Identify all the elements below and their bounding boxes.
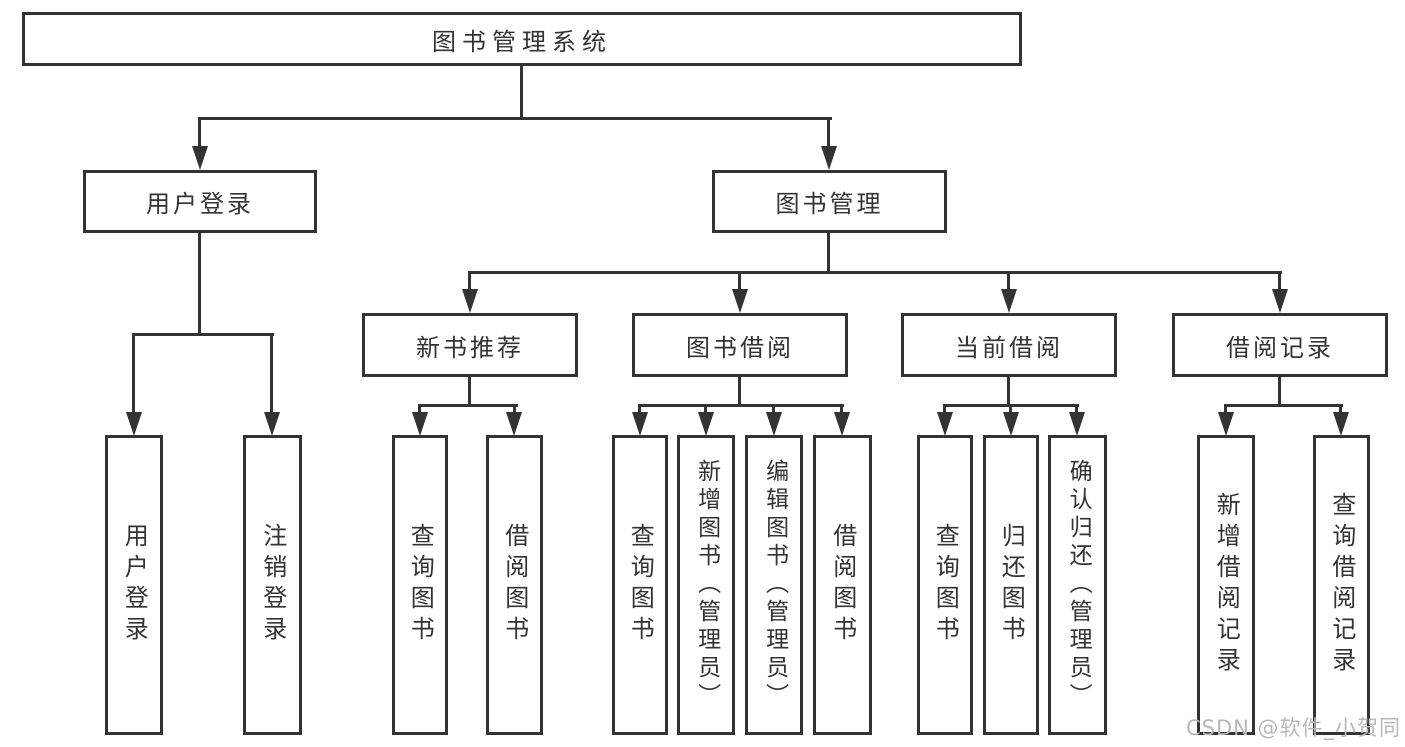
leaf-recommend-borrow-book: 借阅图书 [486,435,543,735]
leaf-user-login: 用户登录 [105,435,163,735]
connector-record-stem [1278,271,1281,291]
leaf-borrow-add-book: 新增图书（管理员） [677,435,735,735]
node-new-book-recommend: 新书推荐 [362,313,578,377]
connector-record-leaf1-stem [1224,404,1227,414]
connector-user-login-stem [198,117,201,147]
connector-recommend-stem [468,271,471,291]
connector-record-down [1278,376,1281,407]
arrowhead-current-query [937,412,953,436]
node-current-borrow: 当前借阅 [901,313,1117,377]
node-borrow-record: 借阅记录 [1172,313,1388,377]
connector-current-leaf3-stem [1075,404,1078,414]
leaf-current-confirm-return: 确认归还（管理员） [1048,435,1107,735]
node-root-system: 图书管理系统 [22,12,1022,66]
connector-recommend-down [468,376,471,407]
connector-borrow-leaf4-stem [840,404,843,414]
leaf-current-query-book: 查询图书 [917,435,973,735]
leaf-record-query-record: 查询借阅记录 [1313,435,1370,735]
arrowhead-current-confirm [1069,412,1085,436]
node-book-management: 图书管理 [712,170,947,233]
connector-user-login-down [198,232,201,336]
connector-record-leaf2-stem [1339,404,1342,414]
connector-current-down [1007,376,1010,407]
connector-book-management-down [827,232,830,274]
connector-recommend-leaf2-stem [513,404,516,414]
leaf-borrow-borrow-book: 借阅图书 [813,435,872,735]
arrowhead-leaf-logout [264,412,280,436]
connector-borrow-leaf1-stem [638,404,641,414]
connector-level3-rail [468,271,1282,274]
leaf-borrow-edit-book: 编辑图书（管理员） [745,435,803,735]
connector-borrow-leaf2-stem [704,404,707,414]
node-book-borrow: 图书借阅 [632,313,848,377]
connector-recommend-leaf1-stem [418,404,421,414]
connector-current-leaf2-stem [1009,404,1012,414]
leaf-logout: 注销登录 [243,435,302,735]
connector-book-management-stem [827,117,830,147]
leaf-record-add-record: 新增借阅记录 [1197,435,1255,735]
connector-current-leaf1-stem [943,404,946,414]
arrowhead-record-add [1218,412,1234,436]
arrowhead-record-query [1333,412,1349,436]
csdn-watermark: CSDN @软件_小贺同学 [1186,716,1402,747]
node-user-login: 用户登录 [83,170,317,233]
connector-recommend-rail [418,404,518,407]
connector-root-stem [520,65,523,119]
connector-current-stem [1007,271,1010,291]
leaf-recommend-query-book: 查询图书 [392,435,448,735]
arrowhead-borrow [732,289,748,313]
connector-borrow-leaf3-stem [772,404,775,414]
connector-user-login-rail [132,333,274,336]
connector-borrow-rail [638,404,844,407]
arrowhead-borrow-query [632,412,648,436]
leaf-current-return-book: 归还图书 [983,435,1039,735]
connector-borrow-down [738,376,741,407]
arrowhead-current-return [1003,412,1019,436]
arrowhead-borrow-add [698,412,714,436]
arrowhead-borrow-borrow [834,412,850,436]
arrowhead-recommend-borrow [506,412,522,436]
arrowhead-record [1272,289,1288,313]
arrowhead-leaf-login [126,412,142,436]
connector-record-rail [1224,404,1343,407]
arrowhead-current [1001,289,1017,313]
connector-leaf-login-stem [132,333,135,413]
arrowhead-user-login [192,146,208,170]
arrowhead-borrow-edit [766,412,782,436]
arrowhead-recommend [462,289,478,313]
connector-borrow-stem [738,271,741,291]
leaf-borrow-query-book: 查询图书 [612,435,668,735]
connector-leaf-logout-stem [270,333,273,413]
arrowhead-book-management [821,146,837,170]
connector-level2-rail [198,117,832,120]
arrowhead-recommend-query [412,412,428,436]
